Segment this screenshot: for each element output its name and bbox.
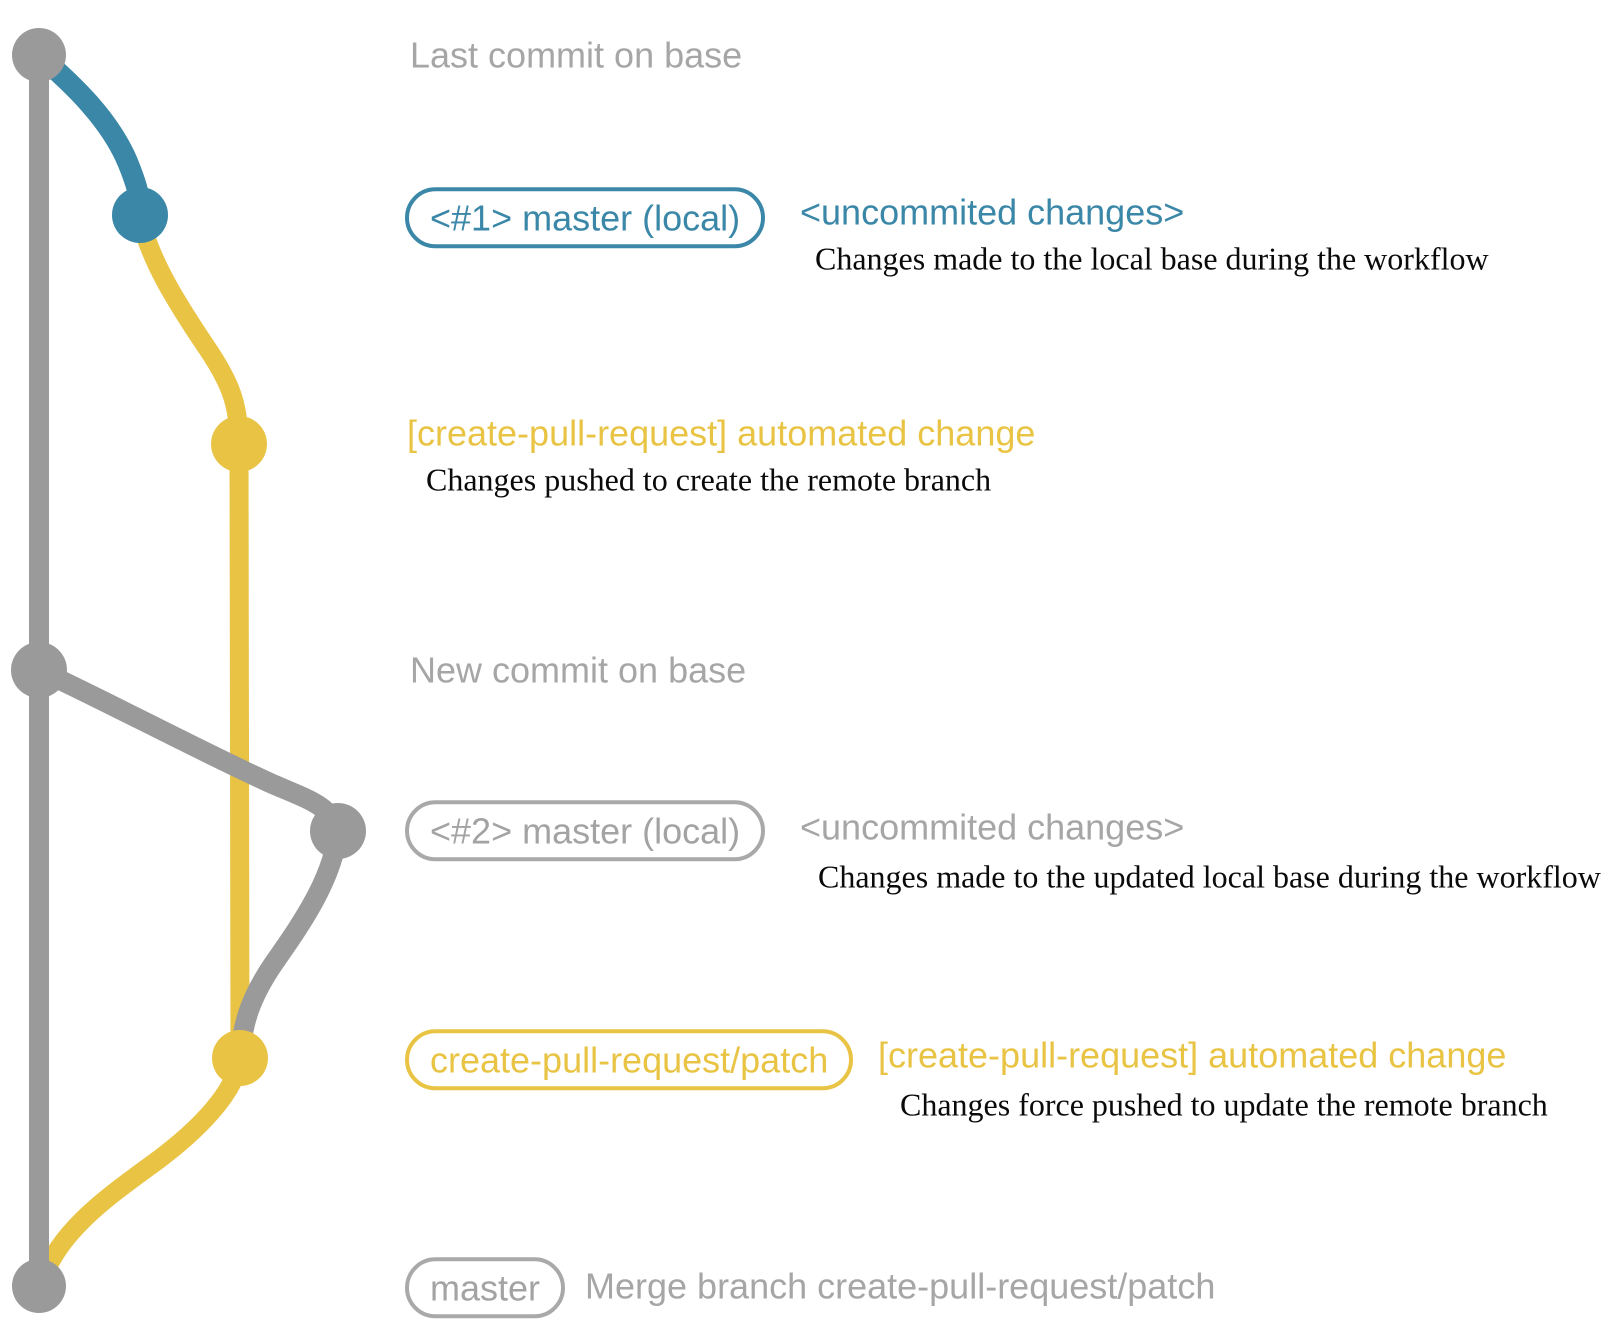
desc-push-create-remote: Changes pushed to create the remote bran… <box>426 461 992 498</box>
desc-force-push-update-remote: Changes force pushed to update the remot… <box>900 1086 1548 1123</box>
label-last-commit-on-base: Last commit on base <box>410 34 743 76</box>
badge-create-pull-request-patch-label: create-pull-request/patch <box>405 1029 854 1091</box>
local-branch-curve <box>28 44 151 226</box>
badge-master-local-2-label: <#2> master (local) <box>405 800 766 862</box>
desc-local-changes-1: Changes made to the local base during th… <box>815 240 1489 277</box>
remote-merge-curve <box>30 1048 250 1296</box>
desc-local-changes-2: Changes made to the updated local base d… <box>818 858 1601 895</box>
badge-master-local-2: <#2> master (local) <box>405 800 766 862</box>
commit-node-remote-2 <box>212 1030 268 1086</box>
label-automated-change-1: [create-pull-request] automated change <box>407 412 1036 454</box>
badge-master-label: master <box>405 1257 566 1319</box>
badge-master: master <box>405 1257 566 1319</box>
commit-node-local-2 <box>310 803 366 859</box>
label-automated-change-2: [create-pull-request] automated change <box>878 1034 1507 1076</box>
commit-node-remote-1 <box>211 416 267 472</box>
commit-node-base-new <box>11 642 67 698</box>
remote-branch-line <box>229 434 250 1068</box>
commit-node-local-1 <box>112 187 168 243</box>
commit-node-merge <box>12 1259 66 1313</box>
note-uncommitted-changes-2: <uncommited changes> <box>800 806 1185 848</box>
remote-branch-curve-top <box>130 205 249 454</box>
label-merge-branch: Merge branch create-pull-request/patch <box>585 1265 1216 1307</box>
rebase-curve-top <box>29 660 348 841</box>
badge-master-local-1: <#1> master (local) <box>405 187 766 249</box>
note-uncommitted-changes-1: <uncommited changes> <box>800 191 1185 233</box>
label-new-commit-on-base: New commit on base <box>410 649 747 691</box>
badge-create-pull-request-patch: create-pull-request/patch <box>405 1029 854 1091</box>
badge-master-local-1-label: <#1> master (local) <box>405 187 766 249</box>
commit-node-base-last <box>12 28 66 82</box>
rebase-curve-bottom <box>230 821 348 1068</box>
